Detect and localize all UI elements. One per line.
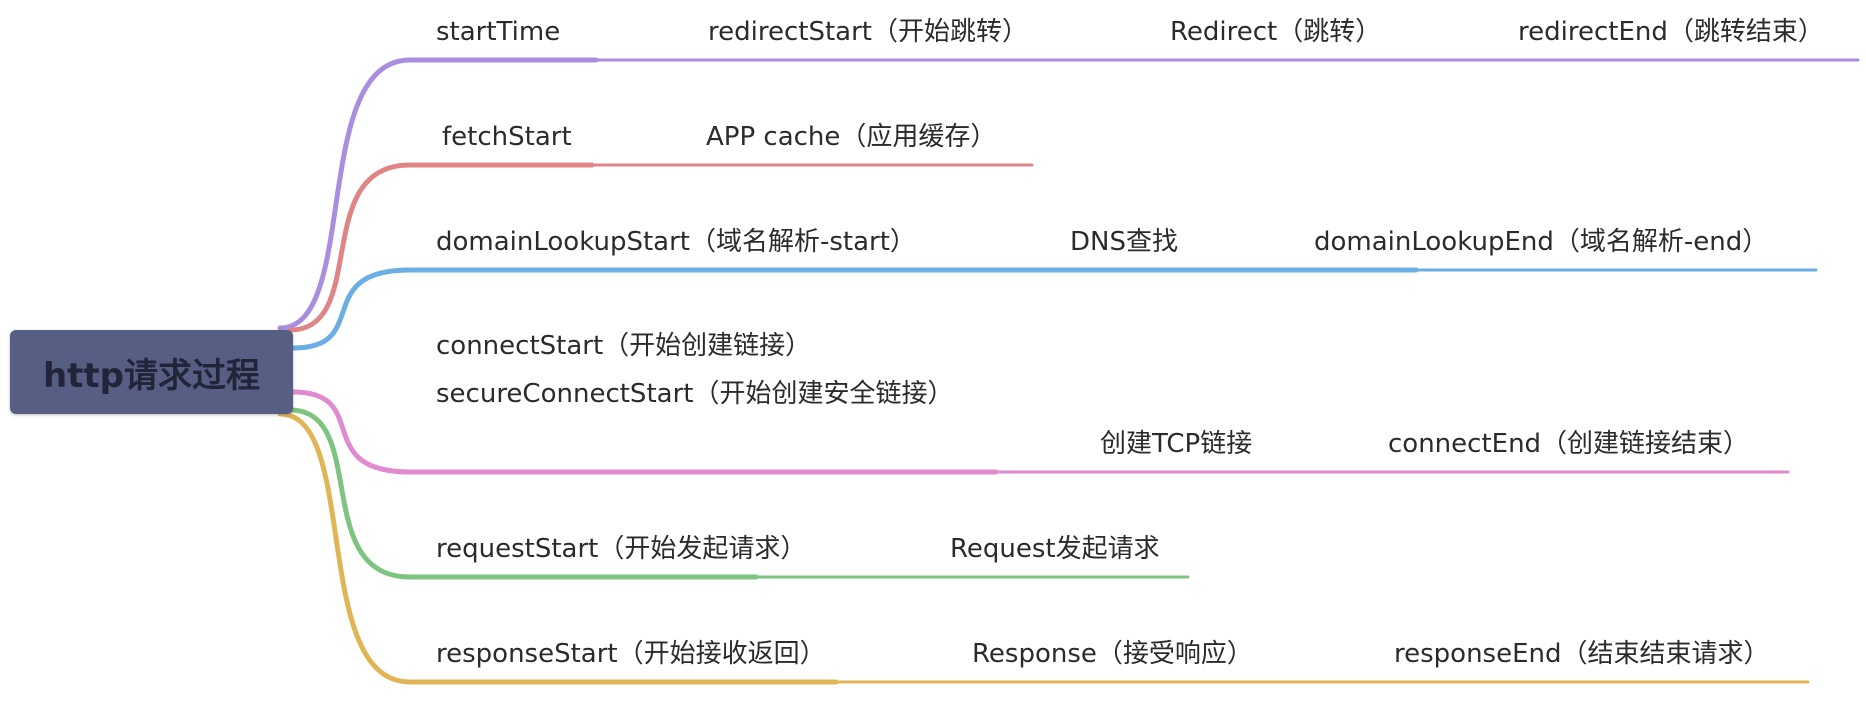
topic-node[interactable]: Request发起请求 — [950, 534, 1160, 564]
root-node[interactable]: http请求过程 — [10, 330, 293, 414]
branch-connector — [290, 267, 413, 351]
topic-node[interactable]: domainLookupEnd（域名解析-end） — [1314, 227, 1769, 257]
topic-node[interactable]: connectEnd（创建链接结束） — [1388, 429, 1750, 459]
topic-node[interactable]: Response（接受响应） — [972, 639, 1253, 669]
topic-node[interactable]: fetchStart — [442, 122, 572, 152]
topic-node[interactable]: 创建TCP链接 — [1100, 429, 1253, 459]
branch-connector — [277, 57, 413, 331]
branch-connector — [287, 162, 413, 333]
topic-node[interactable]: redirectEnd（跳转结束） — [1518, 17, 1824, 47]
topic-node[interactable]: startTime — [436, 17, 561, 47]
topic-node[interactable]: responseEnd（结束结束请求） — [1394, 639, 1770, 669]
topic-node[interactable]: DNS查找 — [1070, 227, 1178, 257]
topic-node[interactable]: connectStart（开始创建链接） — [436, 331, 812, 361]
topic-node[interactable]: APP cache（应用缓存） — [706, 122, 997, 152]
topic-node[interactable]: domainLookupStart（域名解析-start） — [436, 227, 916, 257]
branch-connector — [290, 389, 413, 475]
topic-node[interactable]: responseStart（开始接收返回） — [436, 639, 826, 669]
topic-node[interactable]: requestStart（开始发起请求） — [436, 534, 807, 564]
topic-node[interactable]: Redirect（跳转） — [1170, 17, 1382, 47]
branch-connector — [277, 411, 413, 685]
topic-node[interactable]: secureConnectStart（开始创建安全链接） — [436, 379, 954, 409]
topic-node[interactable]: redirectStart（开始跳转） — [708, 17, 1028, 47]
branch-connector — [287, 407, 413, 580]
